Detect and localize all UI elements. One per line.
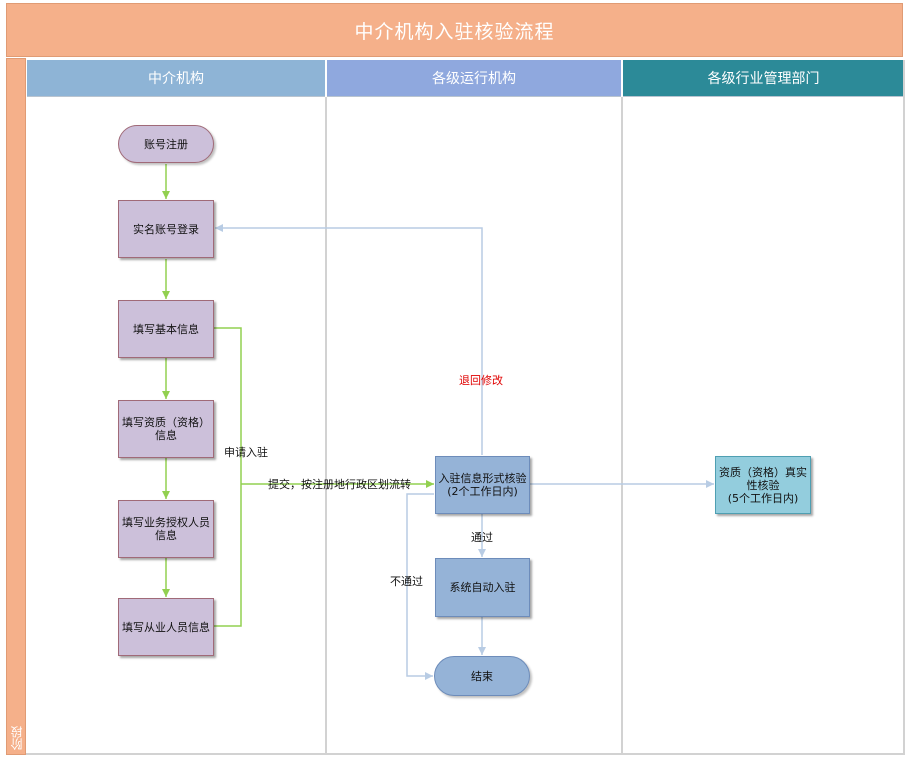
node-end: 结束 (434, 656, 530, 696)
node-authorized-person: 填写业务授权人员信息 (118, 500, 214, 558)
node-authenticity-check: 资质（资格）真实性核验 (5个工作日内) (715, 456, 811, 514)
frame-border (26, 753, 904, 755)
label-pass: 通过 (471, 531, 493, 544)
label-return: 退回修改 (459, 374, 503, 387)
edge-fail (406, 493, 434, 680)
stage-strip: 阶段 (6, 58, 26, 755)
node-auto-enter: 系统自动入驻 (435, 558, 530, 617)
lane-header-operators: 各级运行机构 (327, 60, 621, 97)
node-register: 账号注册 (118, 125, 214, 163)
lane-header-intermediary: 中介机构 (27, 60, 325, 97)
node-form-check: 入驻信息形式核验 (2个工作日内) (435, 456, 530, 514)
lane-separator (325, 97, 327, 753)
node-staff-info: 填写从业人员信息 (118, 598, 214, 656)
diagram-title: 中介机构入驻核验流程 (6, 3, 903, 57)
node-qualification-info: 填写资质（资格）信息 (118, 400, 214, 458)
label-apply: 申请入驻 (224, 446, 268, 459)
lane-separator (621, 97, 623, 753)
frame-border (903, 60, 905, 755)
edge-apply-bracket (213, 327, 242, 627)
edge-return (215, 224, 483, 455)
lane-header-industry-dept: 各级行业管理部门 (623, 60, 904, 97)
label-fail: 不通过 (390, 575, 423, 588)
label-submit: 提交，按注册地行政区划流转 (268, 478, 411, 491)
node-basic-info: 填写基本信息 (118, 300, 214, 358)
node-login: 实名账号登录 (118, 200, 214, 258)
